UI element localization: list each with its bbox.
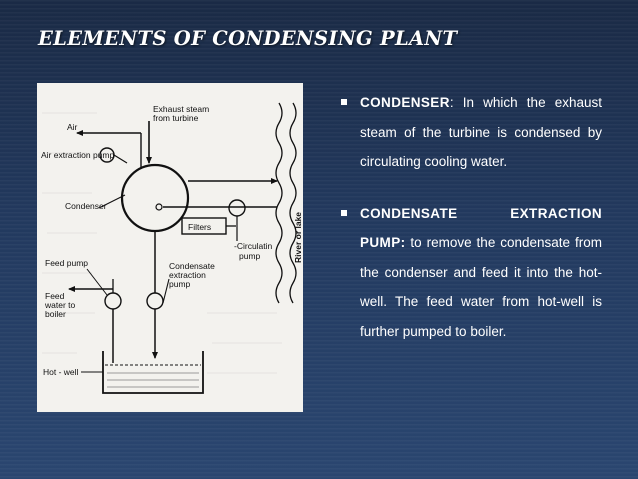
bullet-term: CONDENSATE EXTRACTION PUMP: bbox=[360, 205, 602, 251]
river-waves bbox=[275, 102, 297, 304]
feed-label-1: Feed bbox=[45, 291, 65, 301]
circulating-pump bbox=[228, 199, 246, 217]
bullet-list: CONDENSER: In which the exhaust steam of… bbox=[338, 88, 602, 346]
bullet-term: CONDENSER bbox=[360, 95, 450, 110]
diagram-svg: Exhaust steam from turbine Air Air extra… bbox=[41, 102, 303, 394]
condensate-pump-label-1: Condensate bbox=[169, 261, 215, 271]
condensate-pump-label-2: extraction bbox=[169, 270, 206, 280]
condensing-plant-diagram: Exhaust steam from turbine Air Air extra… bbox=[37, 83, 303, 412]
condenser-label: Condenser bbox=[65, 201, 107, 211]
air-label: Air bbox=[67, 122, 78, 132]
feed-label-2: water to bbox=[44, 300, 76, 310]
feed-label-3: boiler bbox=[45, 309, 66, 319]
air-pump-link bbox=[113, 154, 128, 164]
bullet-marker bbox=[341, 209, 347, 216]
scan-noise bbox=[42, 112, 282, 374]
exhaust-steam-label-2: from turbine bbox=[153, 113, 199, 123]
filters-label: Filters bbox=[188, 222, 211, 232]
feed-pump-label: Feed pump bbox=[45, 258, 88, 268]
bullet-text: : In which the exhaust steam of the turb… bbox=[360, 95, 602, 169]
condenser-pointer bbox=[98, 194, 126, 209]
cooling-water-nozzle bbox=[155, 203, 163, 211]
condensate-pump-pointer bbox=[162, 278, 170, 304]
bullet-text: to remove the condensate from the conden… bbox=[360, 235, 602, 339]
hot-well-water bbox=[107, 372, 199, 388]
condensate-pump-label-3: pump bbox=[169, 279, 191, 289]
exhaust-steam-label-1: Exhaust steam bbox=[153, 104, 209, 114]
river-label: River or lake bbox=[293, 212, 303, 263]
air-extraction-pump-label: Air extraction pump bbox=[41, 150, 114, 160]
bullet-marker bbox=[341, 99, 347, 105]
condensate-extraction-pump bbox=[146, 292, 164, 310]
circulating-pump-label-1: -Circulatin bbox=[234, 241, 273, 251]
feed-pump-pointer bbox=[86, 268, 108, 296]
feed-pump bbox=[104, 292, 122, 310]
circulating-pump-label-2: pump bbox=[239, 251, 261, 261]
hot-well-label: Hot - well bbox=[43, 367, 79, 377]
bullet-condenser: CONDENSER: In which the exhaust steam of… bbox=[338, 88, 602, 177]
slide-title: ELEMENTS OF CONDENSING PLANT bbox=[38, 27, 458, 50]
condenser-vessel bbox=[120, 163, 190, 233]
bullet-condensate-extraction-pump: CONDENSATE EXTRACTION PUMP: to remove th… bbox=[338, 199, 602, 347]
